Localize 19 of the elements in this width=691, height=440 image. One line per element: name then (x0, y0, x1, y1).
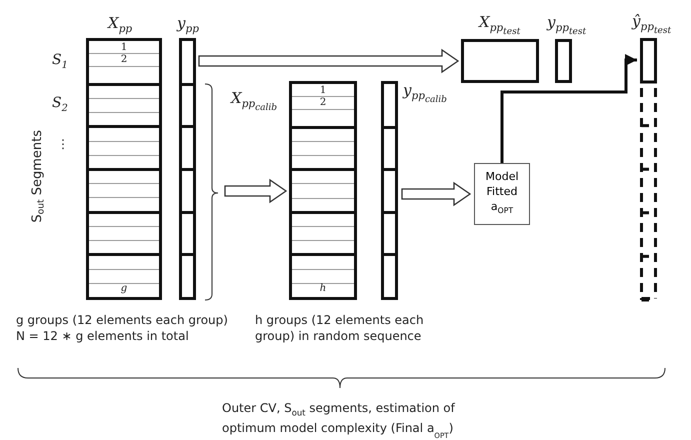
segment-label: S$_{2}$ (52, 95, 68, 116)
model-box: Model Fitted a$_{OPT}$ (474, 163, 530, 225)
block-arrow (198, 48, 460, 74)
row-number: h (318, 283, 328, 295)
block-arrow (224, 178, 288, 204)
segment-label: S$_{1}$ (52, 52, 68, 73)
note-text: h groups (12 elements each group) in random sequence (255, 312, 425, 344)
row-number: 1 (318, 85, 328, 97)
block-arrow (401, 182, 472, 206)
row-number: 1 (120, 42, 128, 54)
matrix-heading: X$_{pp}$ (108, 14, 132, 35)
ellipsis: ⋮ (57, 136, 69, 152)
caption-text: Outer CV, S$_{out}$ segments, estimation of optimum model complexity (Final a$_{OPT}$) (222, 400, 456, 440)
note-text: g groups (12 elements each group) N = 12 ∗ g elements in total (16, 312, 229, 344)
row-number: 2 (120, 54, 128, 66)
row-number: 2 (318, 97, 328, 109)
arrow (500, 54, 637, 163)
matrix-heading: y$_{pp}$ (177, 14, 199, 35)
row-number: g (120, 283, 128, 295)
